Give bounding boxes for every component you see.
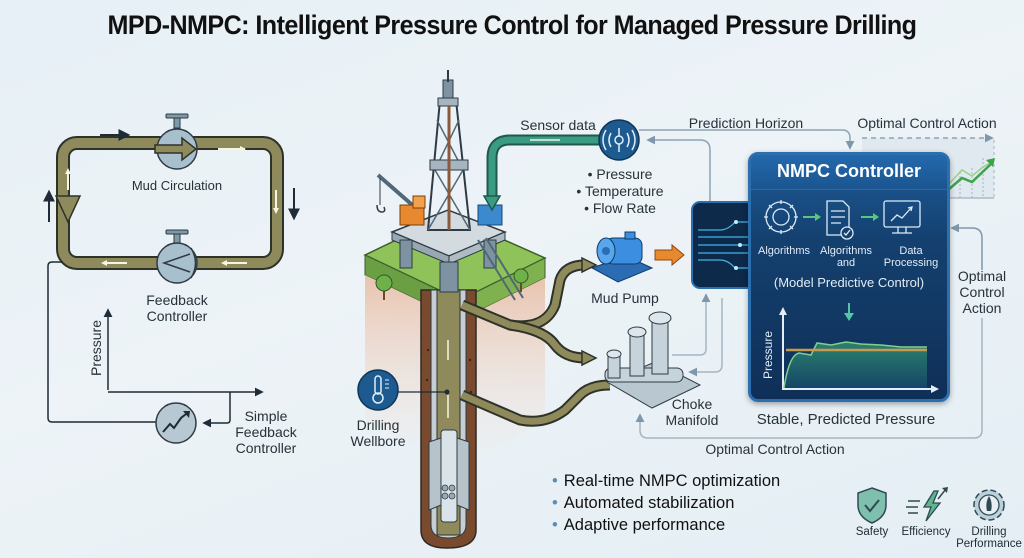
- label-line: Optimal: [957, 268, 1007, 284]
- optimal-control-action-bottom-label: Optimal Control Action: [705, 441, 845, 457]
- label-line: Drilling: [356, 417, 400, 433]
- nmpc-body-graphics: [764, 200, 939, 393]
- step-label-data-processing: Data Processing: [877, 245, 945, 269]
- sensor-item: • Flow Rate: [584, 200, 656, 216]
- benefit-item: • Adaptive performance: [552, 514, 780, 536]
- benefit-text: Adaptive performance: [563, 516, 726, 534]
- thermometer-icon: [357, 369, 399, 411]
- chart-axis-label: Pressure: [761, 330, 775, 380]
- step-label-line: Algorithms: [820, 245, 872, 257]
- feature-label-drilling-performance: Drilling Performance: [954, 526, 1024, 550]
- mud-return-pipes: [459, 256, 611, 427]
- shield-check-icon: [857, 487, 887, 524]
- choke-manifold-label: Choke Manifold: [656, 396, 728, 428]
- feature-icons: [857, 487, 1005, 524]
- bullet-icon: •: [552, 472, 558, 490]
- label-line: Manifold: [665, 412, 719, 428]
- gear-circuit-icon: [764, 200, 798, 234]
- gear-drill-icon: [973, 489, 1005, 521]
- label-line: Simple: [244, 408, 288, 424]
- valve-icon: [154, 113, 198, 170]
- orange-arrow-icon: [654, 243, 685, 267]
- sensor-readings-list: • Pressure • Temperature • Flow Rate: [570, 166, 670, 217]
- data-processor-screen: [691, 201, 755, 289]
- label-line: Controller: [235, 440, 297, 456]
- label-line: Controller: [146, 308, 208, 324]
- step-label-algorithms: Algorithms: [753, 245, 815, 257]
- sensor-data-label: Sensor data: [520, 117, 596, 133]
- benefit-text: Real-time NMPC optimization: [563, 472, 781, 490]
- document-check-icon: [826, 200, 854, 240]
- nmpc-header: NMPC Controller: [751, 155, 947, 190]
- trend-gauge-icon: [155, 402, 197, 444]
- feature-label-efficiency: Efficiency: [898, 526, 954, 538]
- pressure-axis-label: Pressure: [88, 319, 104, 377]
- label-line: Wellbore: [350, 433, 406, 449]
- prediction-horizon-label: Prediction Horizon: [688, 115, 804, 131]
- label-line: Performance: [956, 538, 1022, 550]
- benefit-text: Automated stabilization: [563, 494, 735, 512]
- benefit-item: • Real-time NMPC optimization: [552, 470, 780, 492]
- drilling-rig-icon: [376, 70, 524, 301]
- optimal-control-action-top-label: Optimal Control Action: [857, 115, 997, 131]
- stable-predicted-pressure-label: Stable, Predicted Pressure: [756, 411, 936, 428]
- mud-pump-icon: [590, 231, 654, 283]
- sensor-item: • Temperature: [576, 183, 664, 199]
- label-line: Feedback: [235, 424, 297, 440]
- choke-manifold-icon: [604, 311, 702, 409]
- tree-icon: [513, 268, 529, 292]
- label-line: Choke: [671, 396, 713, 412]
- step-label-algorithms-and: Algorithms and: [813, 245, 879, 269]
- mud-circulation-label: Mud Circulation: [131, 178, 223, 193]
- page-title: MPD-NMPC: Intelligent Pressure Control f…: [107, 10, 918, 40]
- feature-label-safety: Safety: [854, 526, 890, 538]
- simple-feedback-controller-label: Simple Feedback Controller: [226, 408, 306, 456]
- tree-icon: [375, 274, 393, 300]
- bullet-icon: •: [552, 516, 558, 534]
- step-label-line: Processing: [883, 257, 939, 269]
- step-label-line: and: [836, 257, 856, 269]
- label-line: Efficiency: [901, 526, 951, 538]
- feedback-valve-icon: [156, 229, 198, 284]
- mud-pump-label: Mud Pump: [591, 290, 659, 306]
- sensor-data-pipe: [482, 134, 600, 212]
- step-label-line: Data: [899, 245, 923, 257]
- label-line: Feedback: [146, 292, 208, 308]
- nmpc-controller-panel: NMPC Controller: [748, 152, 950, 402]
- bullet-icon: •: [552, 494, 558, 512]
- stable-pressure-chart: [779, 307, 939, 393]
- wellbore: [420, 289, 477, 549]
- lightning-arrow-icon: [906, 487, 948, 522]
- sensor-item: • Pressure: [587, 166, 653, 182]
- benefits-list: • Real-time NMPC optimization • Automated …: [552, 470, 780, 536]
- sensor-icon: [598, 119, 640, 161]
- drilling-wellbore-label: Drilling Wellbore: [342, 417, 414, 449]
- label-line: Control: [959, 284, 1005, 300]
- benefit-item: • Automated stabilization: [552, 492, 780, 514]
- step-label-line: Algorithms: [758, 245, 810, 257]
- monitor-chart-icon: [883, 200, 921, 234]
- nmpc-title: NMPC Controller: [777, 161, 921, 181]
- label-line: Safety: [855, 526, 889, 538]
- label-line: Action: [962, 300, 1002, 316]
- optimal-control-action-right-label: Optimal Control Action: [950, 268, 1014, 316]
- feedback-controller-label: Feedback Controller: [127, 292, 227, 324]
- label-line: Drilling: [971, 526, 1007, 538]
- nmpc-subtitle: (Model Predictive Control): [773, 275, 925, 290]
